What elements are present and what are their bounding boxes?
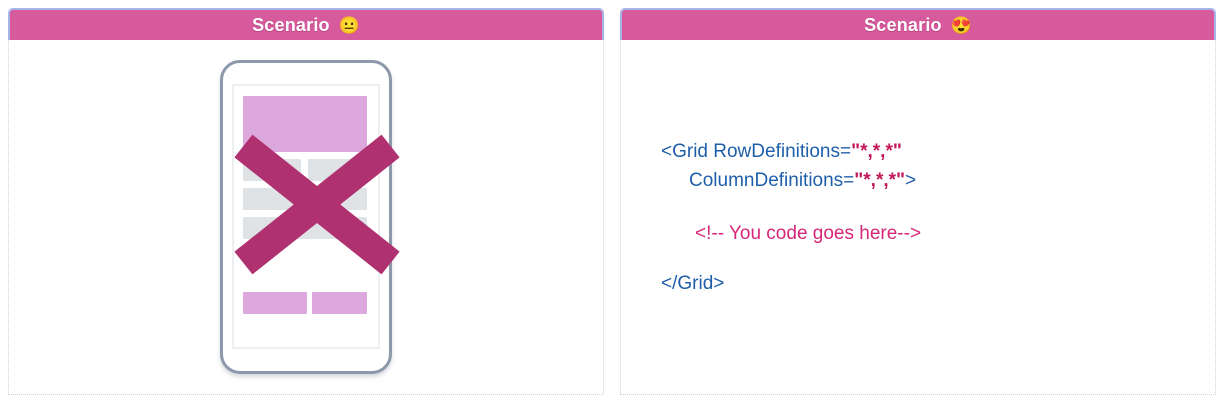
content-block-1a bbox=[243, 159, 301, 181]
panel-good-scenario: Scenario 😍 <Grid RowDefinitions="*,*,*"C… bbox=[620, 8, 1216, 399]
code-line: ColumnDefinitions="*,*,*"> bbox=[661, 166, 1215, 195]
phone-wireframe-wrap bbox=[9, 40, 603, 394]
code-line: <Grid RowDefinitions="*,*,*" bbox=[661, 137, 1215, 166]
code-token-tag: <Grid RowDefinitions= bbox=[661, 140, 852, 162]
content-block-2 bbox=[243, 188, 367, 210]
xaml-code-snippet: <Grid RowDefinitions="*,*,*"ColumnDefini… bbox=[621, 40, 1215, 394]
panel-bad-scenario: Scenario 😐 bbox=[8, 8, 604, 399]
panel-header-good: Scenario 😍 bbox=[620, 8, 1216, 40]
footer-button-right bbox=[312, 292, 367, 314]
panel-body-bad bbox=[8, 40, 604, 395]
footer-button-left bbox=[243, 292, 307, 314]
code-token-val: "*,*,*" bbox=[851, 140, 902, 162]
panel-title: Scenario bbox=[864, 15, 942, 35]
panel-body-good: <Grid RowDefinitions="*,*,*"ColumnDefini… bbox=[620, 40, 1216, 395]
code-token-tag: </Grid> bbox=[661, 272, 725, 294]
smiling-face-with-heart-eyes-emoji: 😍 bbox=[950, 15, 972, 35]
phone-device-frame bbox=[220, 60, 400, 374]
content-block-1b bbox=[308, 159, 367, 181]
code-token-attr: ColumnDefinitions= bbox=[689, 169, 855, 191]
panel-title: Scenario bbox=[252, 15, 330, 35]
code-token-val: "*,*,*" bbox=[854, 169, 906, 191]
panel-header-bad: Scenario 😐 bbox=[8, 8, 604, 40]
code-line: </Grid> bbox=[661, 269, 1215, 298]
code-blank-line bbox=[661, 248, 1215, 269]
neutral-face-emoji: 😐 bbox=[338, 15, 360, 35]
code-token-tag: > bbox=[905, 169, 917, 191]
content-block-3 bbox=[243, 217, 367, 239]
code-line: <!-- You code goes here--> bbox=[661, 219, 1215, 248]
code-token-comment: <!-- You code goes here--> bbox=[695, 222, 922, 244]
hero-block bbox=[243, 96, 367, 152]
code-blank-line bbox=[661, 195, 1215, 219]
phone-screen bbox=[232, 84, 400, 349]
